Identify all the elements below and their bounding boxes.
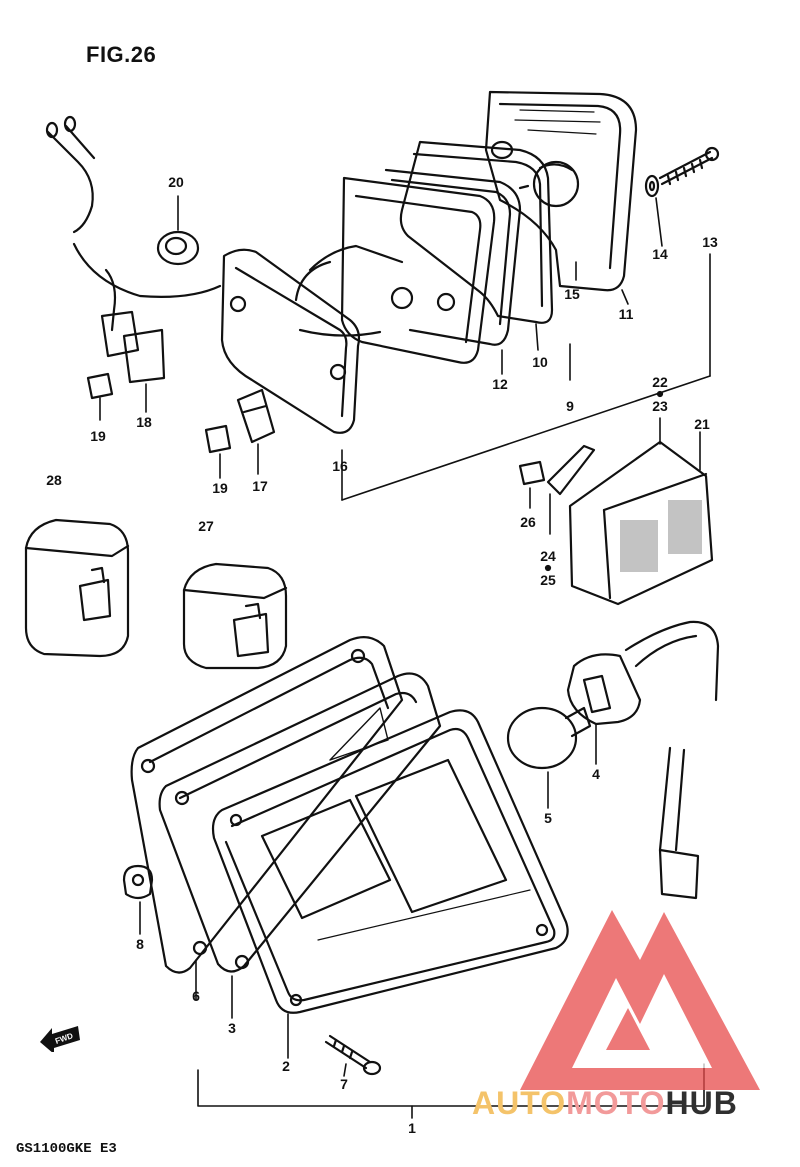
- callout-10: 10: [532, 354, 548, 370]
- callout-27: 27: [198, 518, 214, 534]
- housing-3: [158, 672, 442, 973]
- callout-18: 18: [136, 414, 152, 430]
- bulb-15: [490, 140, 580, 208]
- callout-4: 4: [592, 766, 600, 782]
- callout-5: 5: [544, 810, 552, 826]
- gasket-6: [130, 635, 404, 974]
- bracket-16: [220, 248, 361, 434]
- callout-19b: 19: [212, 480, 228, 496]
- screw-7: [324, 1034, 382, 1076]
- callout-14: 14: [652, 246, 668, 262]
- watermark-part-auto: AUTO: [472, 1085, 567, 1121]
- callout-7: 7: [340, 1076, 348, 1092]
- lens-2: [211, 709, 569, 1014]
- housing-9: [294, 176, 496, 364]
- callout-23: 23: [652, 398, 668, 414]
- clip-17: [236, 388, 276, 444]
- callout-26: 26: [520, 514, 536, 530]
- callout-16: 16: [332, 458, 348, 474]
- callout-22: 22: [652, 374, 668, 390]
- grommet-8: [122, 864, 154, 900]
- nut-19b: [204, 424, 232, 454]
- callout-15: 15: [564, 286, 580, 302]
- callout-8: 8: [136, 936, 144, 952]
- watermark-logo-icon: [520, 910, 760, 1090]
- callout-2: 2: [282, 1058, 290, 1074]
- screw-13: [658, 146, 720, 186]
- callout-1: 1: [408, 1120, 416, 1136]
- reflector-21: [568, 440, 714, 606]
- bulb-5: [506, 706, 592, 770]
- callout-20: 20: [168, 174, 184, 190]
- model-code: GS1100GKE E3: [16, 1141, 117, 1157]
- relay-28: [24, 518, 130, 658]
- callout-28: 28: [46, 472, 62, 488]
- callout-25: 25: [540, 572, 556, 588]
- watermark-part-hub: HUB: [665, 1085, 738, 1121]
- leader-lines-small: [99, 195, 701, 935]
- washer-14: [644, 174, 660, 198]
- wire-lead: [45, 115, 222, 332]
- nut-19a: [86, 372, 114, 400]
- figure-title: FIG.26: [86, 42, 157, 67]
- callout-17: 17: [252, 478, 268, 494]
- grommet-20: [156, 230, 200, 266]
- leader-lines-9: [341, 253, 711, 501]
- callout-12: 12: [492, 376, 508, 392]
- watermark-part-moto: MOTO: [566, 1085, 666, 1121]
- clamp-18: [100, 310, 166, 384]
- watermark-text: AUTOMOTOHUB: [472, 1085, 738, 1122]
- callout-13: 13: [702, 234, 718, 250]
- callout-3: 3: [228, 1020, 236, 1036]
- lamp-lens-11: [484, 90, 638, 292]
- callout-19a: 19: [90, 428, 106, 444]
- callout-21: 21: [694, 416, 710, 432]
- callout-6: 6: [192, 988, 200, 1004]
- callout-11: 11: [618, 306, 634, 322]
- callout-9: 9: [566, 398, 574, 414]
- bracket-24: [546, 444, 596, 496]
- forward-arrow-icon: [40, 1026, 80, 1052]
- callout-24: 24: [540, 548, 556, 564]
- rim-12: [384, 168, 522, 346]
- nut-26: [518, 460, 546, 486]
- relay-27: [182, 562, 288, 670]
- gasket-10: [399, 140, 554, 324]
- socket-4: [566, 620, 720, 900]
